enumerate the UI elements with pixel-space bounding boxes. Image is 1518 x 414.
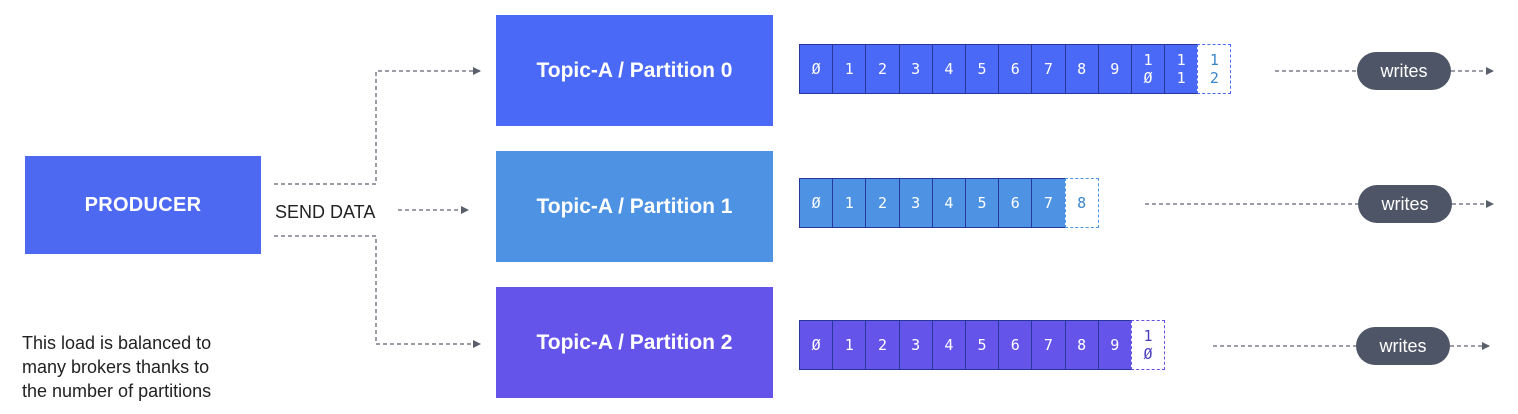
offset-digit: 1 xyxy=(844,336,854,354)
offset-digit: 1 xyxy=(844,194,854,212)
offset-cell: 5 xyxy=(964,44,1000,94)
offset-cell: 6 xyxy=(998,44,1033,94)
offset-cell: 6 xyxy=(998,320,1033,370)
partition-1-log: Ø 1 2 3 4 5 6 7 8 xyxy=(799,178,1099,228)
offset-digit: 1 xyxy=(1209,51,1219,69)
offset-cell: 3 xyxy=(898,178,933,228)
offset-cell: 4 xyxy=(931,44,966,94)
producer-box: PRODUCER xyxy=(25,156,261,254)
offset-cell: 8 xyxy=(1064,320,1099,370)
offset-digit: Ø xyxy=(811,194,821,212)
partition-1-box: Topic-A / Partition 1 xyxy=(496,151,773,262)
offset-digit: 4 xyxy=(944,194,954,212)
note-line: This load is balanced to xyxy=(22,333,212,353)
offset-digit: 3 xyxy=(911,194,921,212)
offset-digit: Ø xyxy=(811,60,821,78)
partition-2-label: Topic-A / Partition 2 xyxy=(536,330,733,354)
offset-digit: 1 xyxy=(1143,327,1153,345)
offset-cell: 3 xyxy=(898,44,933,94)
offset-digit: 7 xyxy=(1043,194,1053,212)
offset-cell: 9 xyxy=(1097,320,1132,370)
offset-digit: 2 xyxy=(877,194,887,212)
offset-digit: 6 xyxy=(1010,336,1020,354)
partition-0-label: Topic-A / Partition 0 xyxy=(536,58,733,82)
offset-cell: 7 xyxy=(1031,44,1066,94)
offset-digit: 1 xyxy=(1176,51,1186,69)
offset-cell: 7 xyxy=(1031,320,1066,370)
offset-cell: 4 xyxy=(931,320,966,370)
offset-digit: 9 xyxy=(1110,336,1120,354)
offset-cell: 2 xyxy=(865,320,900,370)
offset-digit: 4 xyxy=(944,60,954,78)
writes-label: writes xyxy=(1380,60,1428,81)
offset-cell: 2 xyxy=(865,44,900,94)
offset-cell: 5 xyxy=(964,320,1000,370)
offset-cell: 1 xyxy=(832,320,867,370)
offset-digit: 8 xyxy=(1077,336,1087,354)
partition-1-label: Topic-A / Partition 1 xyxy=(536,194,733,218)
writes-pill: writes xyxy=(1358,185,1452,223)
offset-cell: 3 xyxy=(898,320,933,370)
note-line: the number of partitions xyxy=(22,381,212,401)
offset-cell: Ø xyxy=(799,178,834,228)
partition-2-box: Topic-A / Partition 2 xyxy=(496,287,773,398)
writes-pill: writes xyxy=(1357,52,1451,90)
offset-cell: Ø xyxy=(799,320,834,370)
offset-digit: 3 xyxy=(911,336,921,354)
offset-cell: 5 xyxy=(964,178,1000,228)
offset-digit: 7 xyxy=(1043,60,1053,78)
load-balance-note: This load is balanced to many brokers th… xyxy=(22,331,282,403)
offset-digit: Ø xyxy=(811,336,821,354)
writes-label: writes xyxy=(1381,193,1429,214)
offset-digit: 8 xyxy=(1077,60,1087,78)
writes-label: writes xyxy=(1379,335,1427,356)
send-data-label: SEND DATA xyxy=(275,202,376,222)
offset-cell: 1 xyxy=(832,44,867,94)
note-line: many brokers thanks to xyxy=(22,357,210,377)
offset-digit: 2 xyxy=(877,60,887,78)
producer-label: PRODUCER xyxy=(84,193,202,216)
offset-cell: 9 xyxy=(1097,44,1132,94)
offset-digit: 5 xyxy=(977,60,987,78)
writes-pill: writes xyxy=(1356,327,1450,365)
offset-cell: Ø xyxy=(799,44,834,94)
offset-digit: 3 xyxy=(911,60,921,78)
offset-digit: 2 xyxy=(877,336,887,354)
offset-digit: 5 xyxy=(977,336,987,354)
offset-digit: 6 xyxy=(1010,60,1020,78)
next-offset-cell: 8 xyxy=(1064,178,1099,228)
offset-digit: Ø xyxy=(1143,345,1153,363)
offset-cell: 7 xyxy=(1031,178,1066,228)
offset-digit: 4 xyxy=(944,336,954,354)
offset-digit: 6 xyxy=(1010,194,1020,212)
offset-digit: 1 xyxy=(1176,69,1186,87)
offset-cell: 4 xyxy=(931,178,966,228)
offset-digit: 5 xyxy=(977,194,987,212)
offset-cell: 6 xyxy=(998,178,1033,228)
offset-cell: 2 xyxy=(865,178,900,228)
arrow-to-partition-0 xyxy=(274,67,481,185)
offset-cell: 8 xyxy=(1064,44,1099,94)
partition-0-box: Topic-A / Partition 0 xyxy=(496,15,773,126)
offset-digit: 7 xyxy=(1043,336,1053,354)
offset-digit: 8 xyxy=(1077,194,1087,212)
offset-digit: 9 xyxy=(1110,60,1120,78)
offset-digit: 1 xyxy=(844,60,854,78)
arrow-to-partition-2 xyxy=(274,235,481,348)
offset-digit: Ø xyxy=(1143,69,1153,87)
offset-digit: 2 xyxy=(1209,69,1219,87)
offset-cell: 1 xyxy=(832,178,867,228)
offset-digit: 1 xyxy=(1143,51,1153,69)
